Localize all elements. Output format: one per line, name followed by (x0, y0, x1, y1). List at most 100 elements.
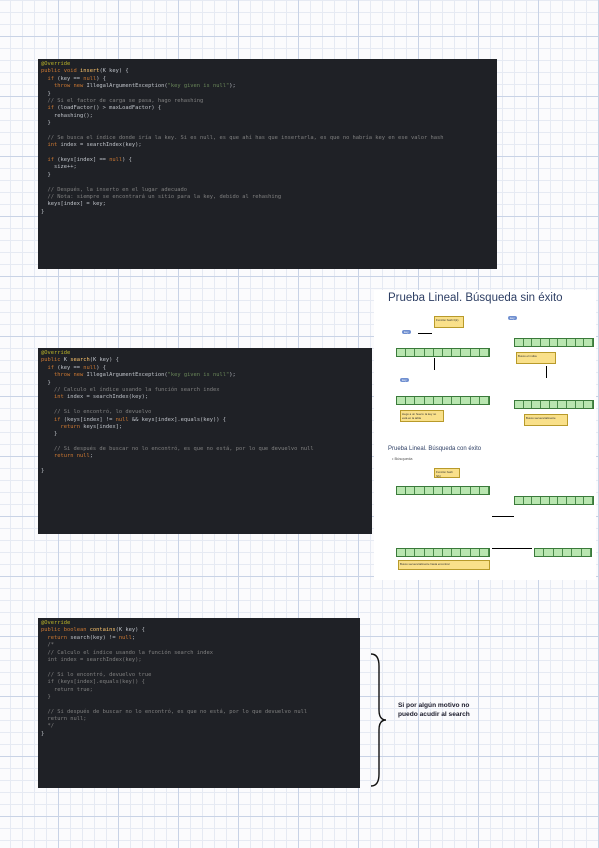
code-token: IllegalArgumentException( (86, 372, 168, 379)
code-token: // Si el factor de carga se pasa, hago r… (41, 97, 204, 104)
code-line: return keys[index]; (41, 424, 369, 431)
code-token: } (41, 693, 51, 700)
code-line: // Si lo encontró, lo devuelvo (41, 409, 369, 416)
code-token: ); (229, 83, 236, 90)
code-token: int (53, 394, 67, 401)
code-token: public void (41, 68, 80, 75)
code-line: // Después, la inserto en el lugar adecu… (41, 187, 494, 194)
code-token: ); (229, 372, 236, 379)
code-token: null (115, 416, 132, 423)
code-line: */ (41, 723, 357, 730)
note-1: Función hash h(k) (434, 316, 464, 328)
code-line: public K search(K key) { (41, 357, 369, 364)
code-line: if (key == null) { (41, 365, 369, 372)
code-token: // Si lo encontró, devuelvo true (41, 671, 152, 678)
code-token: } (41, 468, 45, 475)
code-token (41, 372, 54, 378)
code-token: // Calculo el índice usando la función s… (41, 649, 214, 656)
code-line: } (41, 468, 369, 475)
code-line: // Si el factor de carga se pasa, hago r… (41, 98, 494, 105)
code-token: // Después, la inserto en el lugar adecu… (41, 186, 188, 193)
code-token: rehashing(); (41, 112, 93, 119)
note-2-text: Busco el índice (518, 354, 537, 358)
code-line: } (41, 172, 494, 179)
code-token: if (keys[index].equals(key)) { (41, 679, 145, 686)
table-6 (514, 496, 594, 505)
code-token: } (41, 208, 45, 215)
code-line (41, 128, 494, 135)
code-line (41, 179, 494, 186)
code-line: } (41, 731, 357, 738)
code-token: (key == (57, 75, 84, 82)
diagram-subtitle: • Búsqueda (392, 456, 413, 461)
code-token: IllegalArgumentException( (86, 83, 168, 90)
note-5-text: Función hash h(k) (436, 470, 453, 478)
code-token: if (47, 157, 58, 164)
code-line (41, 461, 369, 468)
table-8 (534, 548, 592, 557)
note-1-text: Función hash h(k) (436, 318, 459, 322)
code-token: insert (79, 68, 100, 75)
code-token: ) { (96, 364, 106, 371)
code-line (41, 439, 369, 446)
code-line: @Override (41, 61, 494, 68)
code-line: throw new IllegalArgumentException("key … (41, 83, 494, 90)
code-token: // Si lo encontró, lo devuelvo (41, 409, 152, 416)
code-line: if (key == null) { (41, 76, 494, 83)
code-line: int index = searchIndex(key); (41, 394, 369, 401)
code-token (41, 424, 60, 430)
code-line: public void insert(K key) { (41, 68, 494, 75)
code-token: (keys[index] == (57, 157, 110, 164)
code-line: return true; (41, 687, 357, 694)
code-token: && keys[index].equals(key)) { (131, 416, 227, 423)
arrow-1 (418, 333, 432, 334)
code-token (41, 453, 54, 459)
linear-probing-diagram: Prueba Lineal. Búsqueda sin éxito key Fu… (374, 290, 596, 580)
code-token: (keys[index] != (63, 416, 116, 423)
code-token: search(key) != (70, 634, 119, 641)
code-line: if (keys[index].equals(key)) { (41, 679, 357, 686)
code-token: } (41, 431, 58, 438)
code-token: return (60, 423, 84, 430)
arrow-down-1 (434, 358, 435, 370)
code-token: K (63, 357, 71, 364)
key-pill-3: key (400, 378, 409, 382)
code-token (41, 417, 54, 423)
code-token: null (109, 157, 123, 164)
table-2 (514, 338, 594, 347)
code-line: throw new IllegalArgumentException("key … (41, 372, 369, 379)
table-1 (396, 348, 490, 357)
code-token: index = searchIndex(key); (60, 142, 142, 149)
note-3: Llego a un hueco: la key no está en la t… (400, 410, 444, 422)
code-line: if (loadFactor() > maxLoadFactor) { (41, 105, 494, 112)
code-token: ) { (122, 157, 132, 164)
code-token: } (41, 379, 51, 386)
code-token: return null (53, 453, 90, 460)
arrow-up-1 (546, 366, 547, 378)
code-token (41, 394, 54, 400)
code-token: throw new (53, 83, 87, 90)
key-pill-2: key (508, 316, 517, 320)
side-note: Si por algún motivo no puedo acudir al s… (398, 702, 470, 718)
code-token: public boolean (41, 627, 90, 634)
code-line: // Calculo el índice usando la función s… (41, 387, 369, 394)
code-line: } (41, 209, 494, 216)
code-line: return null; (41, 453, 369, 460)
code-line: } (41, 694, 357, 701)
code-line: // Si lo encontró, devuelvo true (41, 672, 357, 679)
code-line: int index = searchIndex(key); (41, 657, 357, 664)
code-line: } (41, 120, 494, 127)
code-line: if (keys[index] != null && keys[index].e… (41, 417, 369, 424)
code-token: search (70, 357, 90, 364)
code-line: return null; (41, 716, 357, 723)
code-token: contains (89, 627, 116, 634)
code-line: return search(key) != null; (41, 635, 357, 642)
code-token: if (47, 364, 58, 371)
code-token: } (41, 171, 51, 178)
code-token: @Override (41, 61, 71, 67)
code-token: // Calculo el índice usando la función s… (41, 386, 220, 393)
code-token: return true; (41, 686, 93, 693)
code-token: ; (131, 634, 136, 641)
code-token: */ (41, 723, 54, 730)
